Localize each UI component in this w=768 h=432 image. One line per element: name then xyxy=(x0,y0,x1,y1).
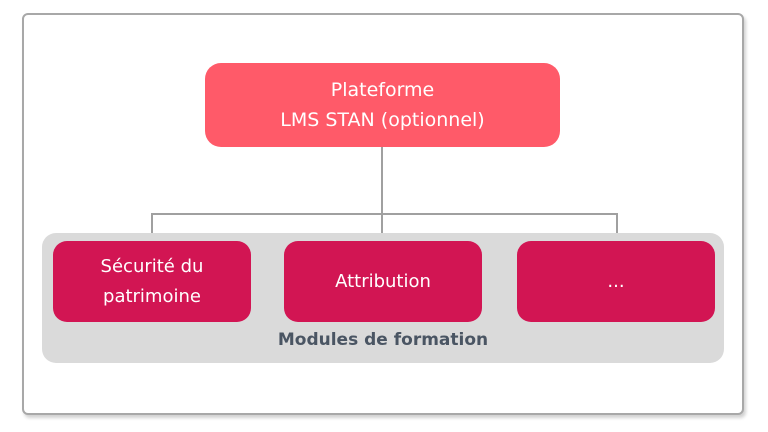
modules-group-label: Modules de formation xyxy=(277,330,489,350)
module-2-line-1: Attribution xyxy=(335,270,431,292)
root-node-line-1: Plateforme xyxy=(330,79,435,101)
module-node-security: Sécurité du patrimoine xyxy=(53,241,251,322)
module-node-more: ... xyxy=(517,241,715,322)
module-1-line-2: patrimoine xyxy=(103,285,201,307)
module-node-attribution: Attribution xyxy=(284,241,482,322)
root-node-line-2: LMS STAN (optionnel) xyxy=(280,109,485,131)
root-node-platform: Plateforme LMS STAN (optionnel) xyxy=(205,63,560,147)
module-1-line-1: Sécurité du xyxy=(100,255,204,277)
module-3-line-1: ... xyxy=(607,270,625,292)
